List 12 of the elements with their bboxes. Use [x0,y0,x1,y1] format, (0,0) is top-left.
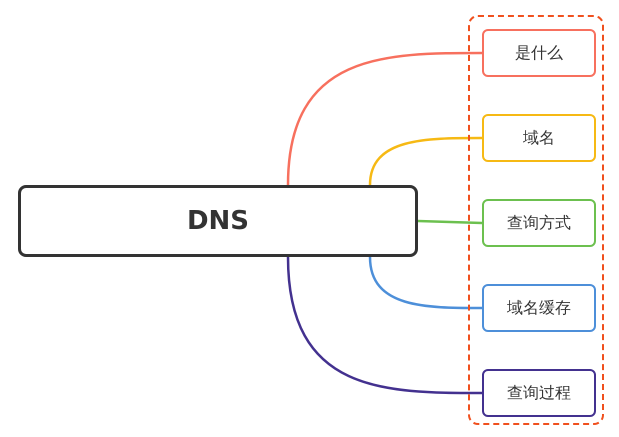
connector [286,52,482,186]
subtopic-box: 查询过程 [482,369,596,417]
subtopic-box: 查询方式 [482,199,596,247]
connector [418,220,482,224]
subtopic-box: 是什么 [482,29,596,77]
connector [368,256,482,310]
connector [368,136,482,186]
subtopic-box: 域名 [482,114,596,162]
topic-box: DNS [18,185,418,257]
subtopic-box: 域名缓存 [482,284,596,332]
group-frame [468,15,604,425]
connector [286,256,482,394]
